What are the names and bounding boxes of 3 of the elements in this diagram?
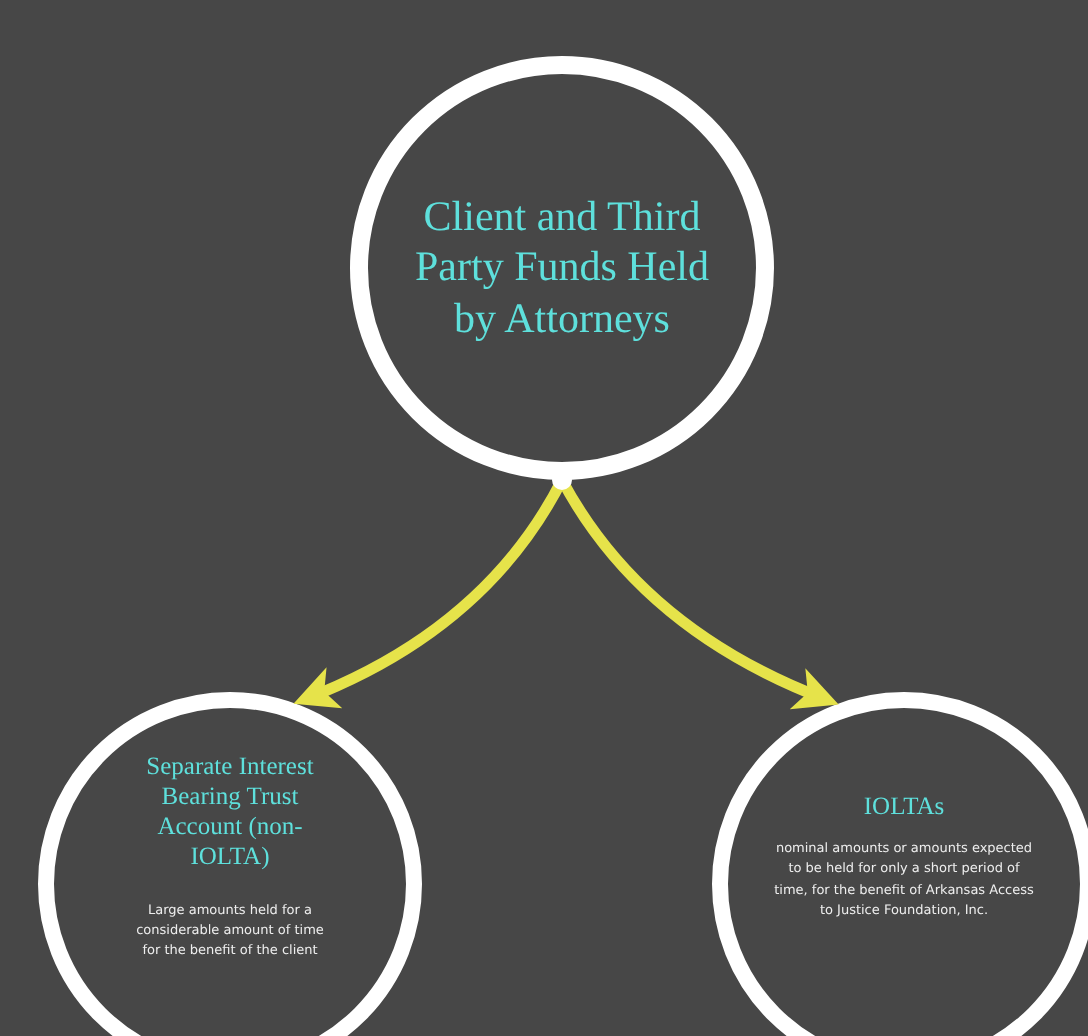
circle-title: Client and Third Party Funds Held by Attorneys xyxy=(413,192,711,344)
circle-title: Separate Interest Bearing Trust Account (non-IOLTA) xyxy=(144,751,316,872)
circle-title: IOLTAs xyxy=(863,792,945,823)
